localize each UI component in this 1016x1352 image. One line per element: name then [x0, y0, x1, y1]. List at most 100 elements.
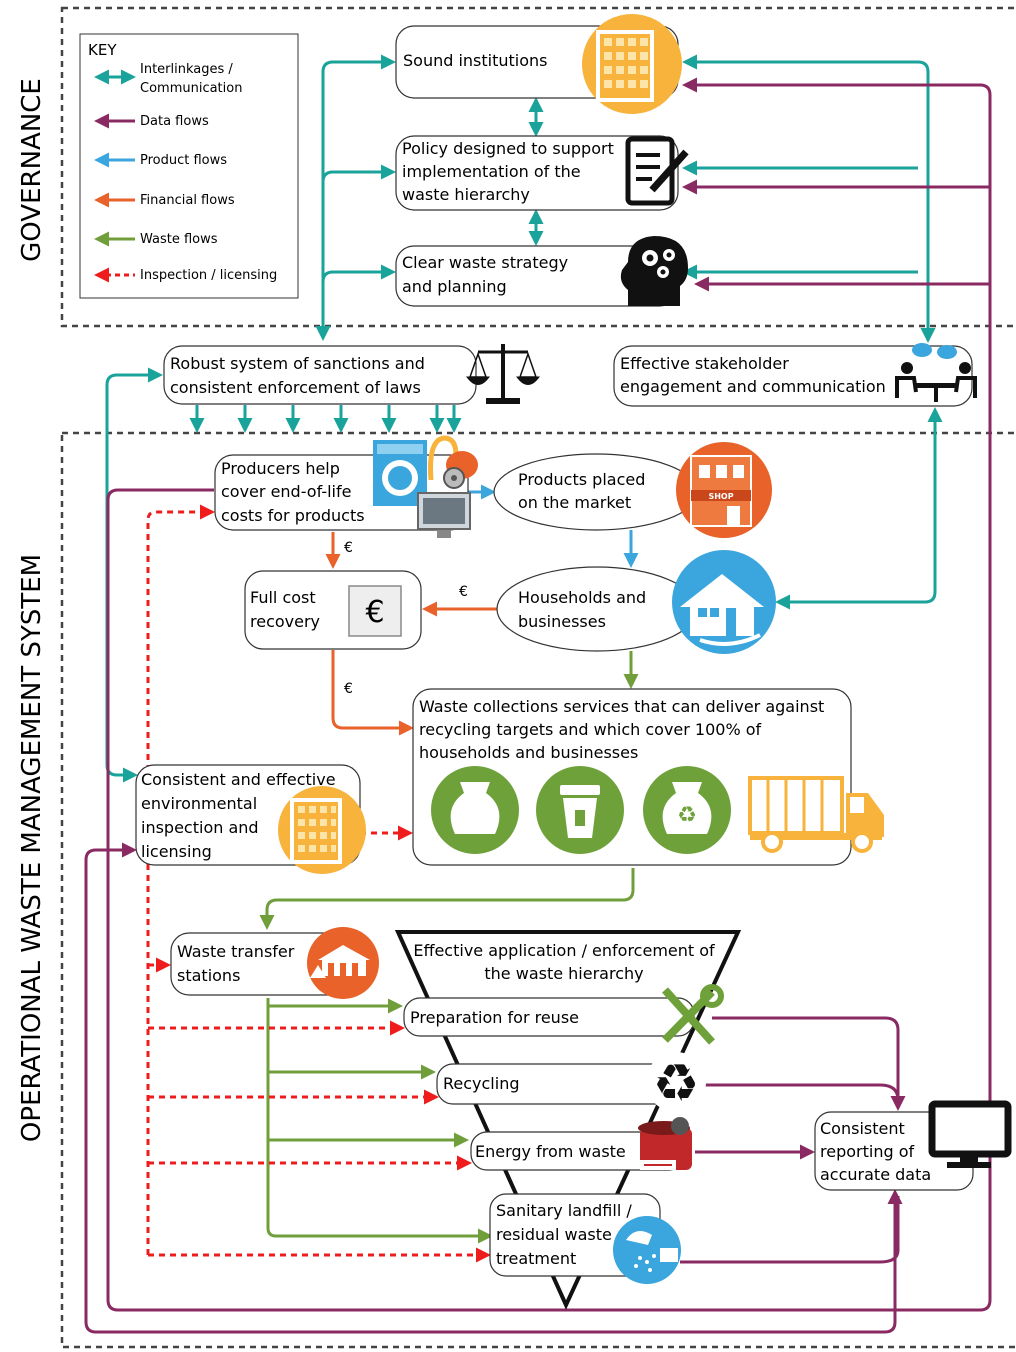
legend-waste: Waste flows — [140, 232, 218, 247]
node-stakeholder: Effective stakeholder engagement and com… — [613, 343, 977, 407]
reporting-text-2: reporting of — [820, 1142, 914, 1161]
households-text-1: Households and — [518, 588, 646, 607]
landfill-text-3: treatment — [496, 1249, 576, 1268]
node-sound-institutions: Sound institutions — [395, 14, 682, 114]
orange-connectors — [325, 532, 497, 736]
sanctions-text-1: Robust system of sanctions and — [170, 354, 425, 373]
svg-text:♻: ♻ — [677, 803, 697, 828]
collections-text-2: recycling targets and which cover 100% o… — [419, 720, 762, 739]
node-producers: Producers help cover end-of-life costs f… — [214, 435, 478, 538]
producers-text-2: cover end-of-life — [221, 482, 351, 501]
red-connectors — [146, 504, 491, 1263]
inspection-text-1: Consistent and effective — [141, 770, 336, 789]
transfer-station-icon — [307, 927, 379, 999]
euro-label-2: € — [459, 584, 468, 600]
legend-interlinkage: Interlinkages / — [140, 62, 233, 77]
sanctions-text-2: consistent enforcement of laws — [170, 378, 421, 397]
node-reporting: Consistent reporting of accurate data — [814, 1100, 1012, 1191]
building-icon — [278, 786, 366, 874]
inspection-text-4: licensing — [141, 842, 212, 861]
hierarchy-title-1: Effective application / enforcement of — [413, 941, 715, 960]
strategy-text-1: Clear waste strategy — [402, 253, 568, 272]
reporting-text-3: accurate data — [820, 1165, 931, 1184]
node-inspection: Consistent and effective environmental i… — [135, 764, 366, 874]
incinerator-icon — [638, 1117, 692, 1170]
governance-label: GOVERNANCE — [17, 78, 47, 262]
households-text-2: businesses — [518, 612, 606, 631]
full-cost-text-2: recovery — [250, 612, 320, 631]
transfer-text-1: Waste transfer — [177, 942, 295, 961]
node-full-cost: Full cost recovery € — [244, 570, 422, 650]
node-policy: Policy designed to support implementatio… — [395, 135, 689, 211]
svg-text:♻: ♻ — [653, 1054, 700, 1114]
euro-icon-symbol: € — [365, 595, 384, 630]
landfill-icon — [613, 1216, 681, 1284]
euro-label-3: € — [344, 681, 353, 697]
node-energy: Energy from waste — [470, 1117, 692, 1171]
green-connectors — [259, 651, 639, 1244]
stakeholder-text-2: engagement and communication — [620, 377, 886, 396]
purple-connectors — [84, 77, 992, 1334]
recycling-text: Recycling — [443, 1074, 520, 1093]
legend-data: Data flows — [140, 114, 209, 129]
node-reuse: Preparation for reuse — [403, 984, 724, 1045]
bin-icon — [536, 766, 624, 854]
truck-icon — [748, 776, 884, 853]
producers-text-3: costs for products — [221, 506, 365, 525]
producers-text-1: Producers help — [221, 459, 340, 478]
sound-institutions-text: Sound institutions — [403, 51, 548, 70]
full-cost-text-1: Full cost — [250, 588, 316, 607]
appliances-icon — [373, 435, 478, 538]
recycle-bag-icon: ♻ — [643, 766, 731, 854]
legend-product: Product flows — [140, 153, 227, 168]
legend-title: KEY — [88, 41, 117, 59]
stakeholder-text-1: Effective stakeholder — [620, 354, 789, 373]
legend-financial: Financial flows — [140, 193, 235, 208]
house-icon — [672, 550, 776, 654]
policy-text-1: Policy designed to support — [402, 139, 614, 158]
shop-icon: SHOP — [676, 442, 772, 538]
node-landfill: Sanitary landfill / residual waste treat… — [489, 1193, 681, 1284]
meeting-icon — [895, 343, 977, 402]
legend-interlinkage-2: Communication — [140, 81, 242, 96]
node-transfer: Waste transfer stations — [170, 927, 379, 999]
operational-label: OPERATIONAL WASTE MANAGEMENT SYSTEM — [17, 554, 47, 1142]
collections-text-1: Waste collections services that can deli… — [419, 697, 824, 716]
node-households: Households and businesses — [496, 550, 776, 654]
blue-connectors — [468, 484, 639, 568]
reuse-text: Preparation for reuse — [410, 1008, 579, 1027]
landfill-text-2: residual waste — [496, 1225, 612, 1244]
euro-icon: € — [348, 585, 402, 637]
node-strategy: Clear waste strategy and planning — [395, 236, 688, 307]
hierarchy-title-2: the waste hierarchy — [484, 964, 643, 983]
transfer-text-2: stations — [177, 966, 240, 985]
document-pen-icon — [625, 136, 689, 206]
legend-inspection: Inspection / licensing — [140, 268, 277, 283]
scales-icon — [466, 344, 540, 404]
teal-connectors — [105, 54, 943, 783]
collections-text-3: households and businesses — [419, 743, 638, 762]
tools-icon — [662, 984, 724, 1045]
head-gears-icon — [620, 236, 688, 306]
operational-frame — [60, 431, 1016, 1349]
energy-text: Energy from waste — [475, 1142, 626, 1161]
products-market-text-2: on the market — [518, 493, 631, 512]
strategy-text-2: and planning — [402, 277, 507, 296]
waste-bag-icon — [431, 766, 519, 854]
node-products-market: Products placed on the market SHOP — [493, 442, 772, 538]
legend: KEY Interlinkages / Communication Data f… — [79, 33, 299, 299]
inspection-text-2: environmental — [141, 794, 257, 813]
node-sanctions: Robust system of sanctions and consisten… — [163, 344, 540, 405]
node-collections: Waste collections services that can deli… — [412, 688, 884, 866]
policy-text-2: implementation of the — [402, 162, 581, 181]
recycle-icon: ♻ — [646, 1052, 706, 1114]
euro-label-1: € — [344, 540, 353, 556]
shop-sign-text: SHOP — [708, 492, 733, 501]
policy-text-3: waste hierarchy — [402, 185, 530, 204]
building-icon — [582, 14, 682, 114]
inspection-text-3: inspection and — [141, 818, 259, 837]
reporting-text-1: Consistent — [820, 1119, 905, 1138]
products-market-text-1: Products placed — [518, 470, 645, 489]
